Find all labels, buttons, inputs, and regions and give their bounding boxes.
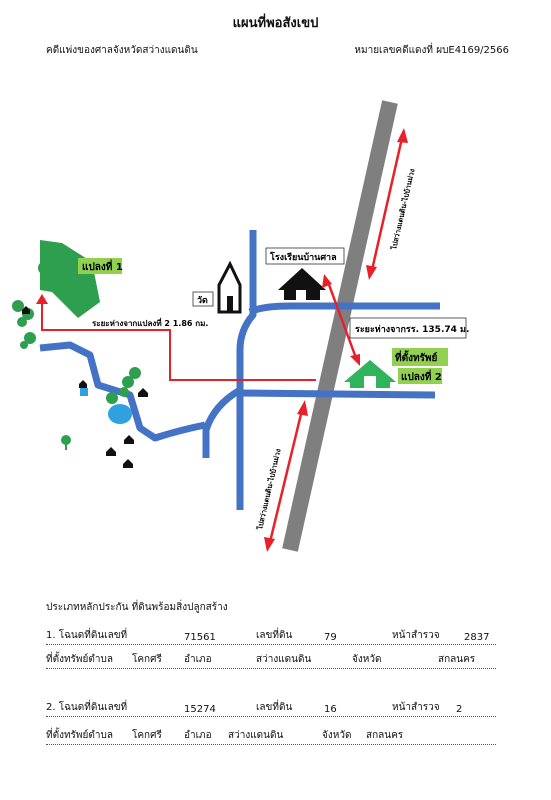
temple-label: วัด bbox=[197, 295, 208, 306]
house-icons bbox=[22, 306, 148, 468]
plot-2-label: แปลงที่ 2 bbox=[401, 369, 442, 383]
road-curve-left bbox=[202, 386, 242, 458]
land-number: 79 bbox=[324, 632, 337, 643]
road-west bbox=[39, 341, 206, 442]
school-label: โรงเรียนบ้านศาล bbox=[269, 251, 337, 263]
deed-number: 15274 bbox=[184, 704, 216, 715]
distance-line-plot1 bbox=[36, 294, 316, 381]
court-name: คดีแพ่งของศาลจังหวัดสว่างแดนดิน bbox=[46, 45, 198, 56]
land-number: 16 bbox=[324, 704, 337, 715]
road-network bbox=[39, 230, 440, 510]
school-icon bbox=[278, 268, 326, 300]
road-crossing-upper bbox=[248, 302, 440, 316]
survey-number: 2837 bbox=[464, 632, 490, 643]
collateral-2-line-1: 2. โฉนดที่ดินเลขที่ 15274 เลขที่ดิน 16 ห… bbox=[46, 700, 496, 717]
district: สว่างแดนดิน bbox=[256, 654, 312, 665]
collateral-2-line-2: ที่ตั้งทรัพย์ตำบล โคกศรี อำเภอ สว่างแดนด… bbox=[46, 728, 496, 745]
distance-plot1-label: ระยะห่างจากแปลงที่ 2 1.86 กม. bbox=[92, 317, 208, 328]
distance-school-label: ระยะห่างจากรร. 135.74 ม. bbox=[355, 324, 469, 335]
direction-arrow-south bbox=[264, 400, 308, 552]
deed-number: 71561 bbox=[184, 632, 216, 643]
property-house-icon bbox=[344, 360, 396, 388]
province: สกลนคร bbox=[366, 730, 404, 741]
subdistrict: โคกศรี bbox=[132, 730, 162, 741]
plot-1-label: แปลงที่ 1 bbox=[82, 259, 123, 273]
collateral-heading: ประเภทหลักประกัน ที่ดินพร้อมสิ่งปลูกสร้า… bbox=[46, 602, 228, 613]
temple-icon bbox=[217, 260, 242, 314]
survey-number: 2 bbox=[456, 704, 463, 715]
road-upper bbox=[236, 230, 257, 510]
case-number: หมายเลขคดีแดงที่ ผบE4169/2566 bbox=[354, 45, 509, 56]
province: สกลนคร bbox=[438, 654, 476, 665]
railway-line bbox=[282, 100, 398, 552]
site-map: แปลงที่ 1 วัด โรงเรียนบ้านศาล ระยะห่า bbox=[12, 100, 469, 552]
collateral-1-line-2: ที่ตั้งทรัพย์ตำบล โคกศรี อำเภอ สว่างแดนด… bbox=[46, 652, 496, 669]
distance-arrow-school bbox=[322, 274, 360, 366]
pond bbox=[80, 388, 132, 424]
page-title: แผนที่พอสังเขป bbox=[232, 16, 319, 31]
subdistrict: โคกศรี bbox=[132, 654, 162, 665]
collateral-1-line-1: 1. โฉนดที่ดินเลขที่ 71561 เลขที่ดิน 79 ห… bbox=[46, 628, 496, 645]
road-south-label: ไปสว่างแดนดิน-ไปบ้านม่วง bbox=[255, 447, 283, 531]
tree-icons bbox=[12, 300, 141, 450]
plot-1-land bbox=[38, 240, 100, 318]
property-location-label: ที่ตั้งทรัพย์ bbox=[395, 350, 438, 364]
direction-arrow-north bbox=[366, 128, 408, 280]
district: สว่างแดนดิน bbox=[228, 730, 284, 741]
road-crossing-lower bbox=[239, 389, 436, 399]
